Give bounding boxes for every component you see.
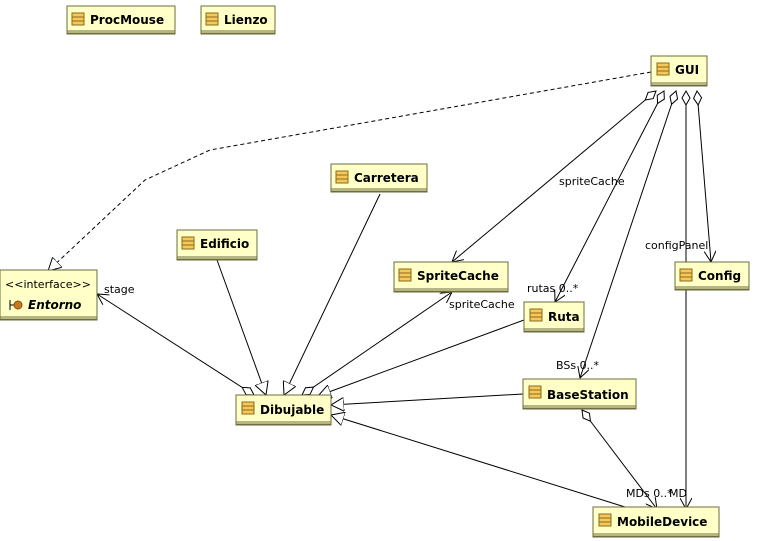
edge-gui-spritecache: [452, 91, 656, 262]
class-gui[interactable]: GUI: [650, 55, 708, 87]
class-name: GUI: [675, 63, 699, 77]
class-lienzo[interactable]: Lienzo: [200, 5, 276, 35]
class-icon: [528, 385, 542, 399]
edge-gui-config: [697, 91, 711, 262]
edge-labels: spriteCache configPanel rutas 0..* BSs 0…: [104, 175, 708, 500]
class-name: Edificio: [200, 237, 249, 251]
class-icon: [181, 236, 195, 250]
class-carretera[interactable]: Carretera: [330, 163, 428, 193]
interface-entorno[interactable]: <<interface>> Entorno: [0, 269, 98, 321]
interface-stereotype: <<interface>>: [5, 278, 91, 291]
label-basestation-mobiledevice: MDs 0..*: [626, 487, 673, 500]
class-icon: [71, 12, 85, 26]
class-name: Ruta: [548, 310, 580, 324]
class-name: MobileDevice: [617, 515, 707, 529]
class-name: Lienzo: [224, 13, 268, 27]
class-name: Carretera: [354, 171, 419, 185]
label-gui-basestation: BSs 0..*: [556, 359, 600, 372]
label-dibujable-entorno: stage: [104, 283, 135, 296]
class-icon: [205, 12, 219, 26]
class-spritecache[interactable]: SpriteCache: [393, 261, 509, 293]
class-icon: [598, 513, 612, 527]
label-gui-spritecache: spriteCache: [559, 175, 625, 188]
edge-dibujable-spritecache: [302, 292, 452, 395]
class-config[interactable]: Config: [674, 261, 750, 291]
class-name: BaseStation: [547, 388, 629, 402]
label-dibujable-spritecache: spriteCache: [449, 298, 515, 311]
class-icon: [529, 308, 543, 322]
class-icon: [241, 401, 255, 415]
class-edificio[interactable]: Edificio: [176, 229, 258, 261]
class-icon: [656, 62, 670, 76]
edge-dibujable-entorno: [97, 294, 254, 395]
class-procmouse[interactable]: ProcMouse: [66, 5, 176, 35]
edge-basestation-dibujable: [331, 393, 524, 405]
label-gui-ruta: rutas 0..*: [527, 282, 579, 295]
edge-gui-entorno-realization: [48, 71, 652, 271]
label-gui-mobiledevice: MD: [669, 487, 687, 500]
class-ruta[interactable]: Ruta: [523, 301, 585, 333]
class-name: Entorno: [28, 298, 81, 312]
edge-ruta-dibujable: [318, 319, 525, 396]
edge-gui-ruta: [555, 91, 664, 302]
class-name: SpriteCache: [417, 269, 499, 283]
class-name: ProcMouse: [90, 13, 164, 27]
class-icon: [398, 268, 412, 282]
edge-edificio-dibujable: [216, 259, 266, 395]
class-name: Config: [698, 269, 741, 283]
class-dibujable[interactable]: Dibujable: [235, 394, 332, 426]
label-gui-config: configPanel: [645, 239, 708, 252]
edge-basestation-mobiledevice: [582, 410, 657, 509]
interface-icon: [9, 300, 23, 310]
class-icon: [335, 170, 349, 184]
edges: [48, 71, 711, 509]
class-basestation[interactable]: BaseStation: [522, 378, 637, 410]
edge-gui-basestation: [580, 91, 676, 378]
edge-carretera-dibujable: [284, 193, 381, 395]
class-icon: [679, 268, 693, 282]
class-mobiledevice[interactable]: MobileDevice: [592, 506, 720, 538]
edge-mobiledevice-dibujable: [331, 415, 626, 508]
class-name: Dibujable: [260, 403, 324, 417]
